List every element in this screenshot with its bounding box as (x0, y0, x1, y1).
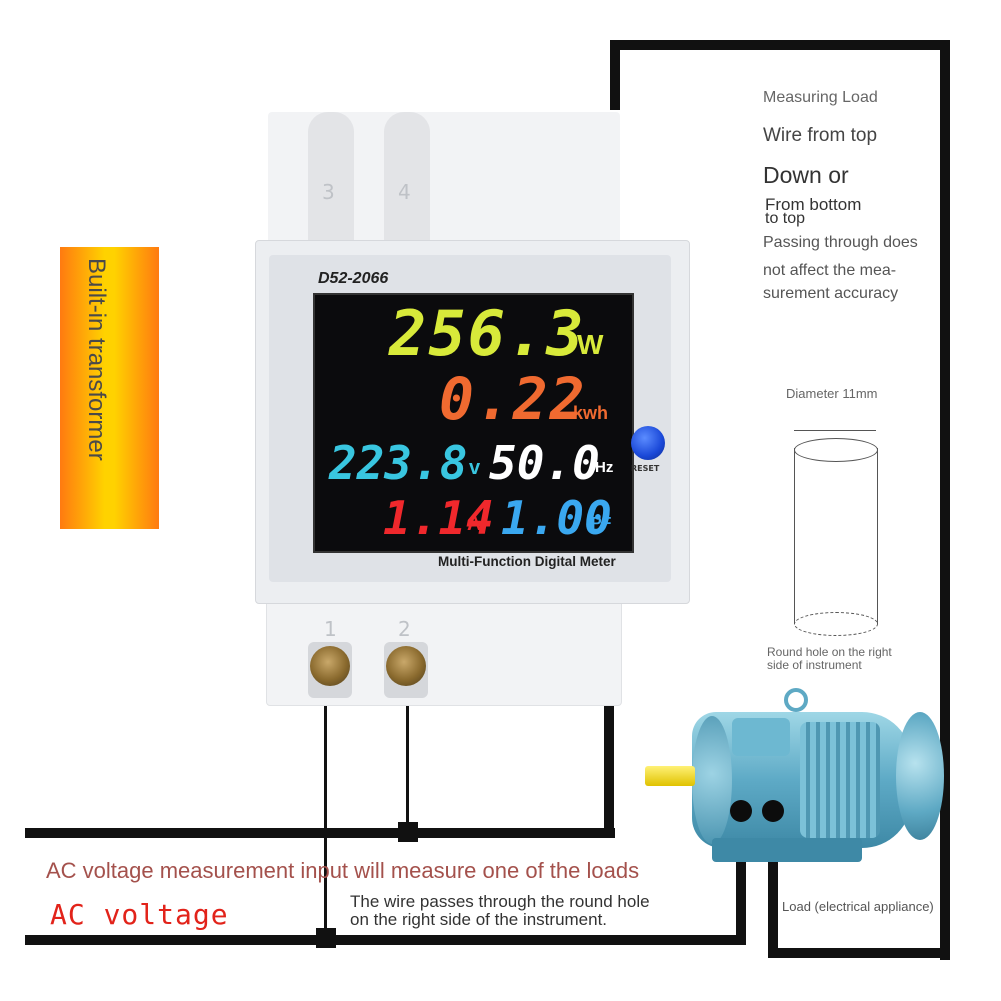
terminal-slot (384, 112, 430, 262)
ac-voltage-label: AC voltage (50, 898, 229, 931)
meter-name: Multi-Function Digital Meter (438, 554, 616, 569)
measuring-line4: to top (765, 210, 806, 227)
wire-top-left-vertical (610, 40, 620, 110)
measuring-line3: From bottom (765, 195, 862, 214)
terminal-number-4: 4 (398, 180, 411, 204)
energy-unit: kwh (573, 403, 609, 423)
voltage-value: 223.8 (329, 436, 468, 490)
motor-terminal-box (732, 718, 790, 756)
diameter-dimension-line (794, 430, 876, 431)
terminal-number-1: 1 (324, 617, 337, 641)
motor-fan-cover (896, 712, 944, 840)
hole-cylinder (794, 448, 878, 624)
wire-terminal1 (324, 700, 327, 940)
pf-unit: PF (591, 515, 612, 532)
wire-motor-right-lead (768, 812, 778, 958)
pf-value: 1.00 (501, 491, 612, 545)
power-value: 256.3 (389, 297, 586, 370)
hole-caption-line1: Round hole on the right (767, 645, 892, 659)
voltage-unit: v (469, 457, 481, 479)
wire-bottom-horizontal (25, 935, 746, 945)
hole-cylinder-bottom (794, 612, 878, 636)
reset-button[interactable] (631, 426, 665, 460)
motor-shaft (645, 766, 695, 786)
measuring-line5: Passing through does (763, 234, 918, 251)
load-label: Load (electrical appliance) (782, 899, 934, 914)
frequency-value: 50.0 (489, 436, 600, 490)
measuring-line1: Wire from top (763, 125, 878, 146)
diameter-label: Diameter 11mm (786, 386, 878, 401)
power-unit: W (577, 329, 604, 360)
wire-right-vertical (940, 40, 950, 960)
terminal-number-2: 2 (398, 617, 411, 641)
current-unit: A (467, 513, 482, 535)
hole-caption-line2: side of instrument (767, 658, 862, 672)
reset-label: RESET (631, 464, 660, 473)
screw-icon (386, 646, 426, 686)
screw-icon (310, 646, 350, 686)
wire-top-horizontal (610, 40, 950, 50)
motor-cooling-fins (800, 722, 880, 838)
measuring-line6: not affect the mea- (763, 262, 897, 279)
meter-top-housing (268, 112, 620, 262)
measuring-line2: Down or (763, 162, 849, 188)
junction-node (316, 928, 336, 948)
terminal-number-3: 3 (322, 180, 335, 204)
junction-node (398, 822, 418, 842)
measuring-title: Measuring Load (763, 89, 878, 106)
terminal-slot (308, 112, 354, 262)
wire-note-line2: on the right side of the instrument. (350, 910, 608, 929)
wire-right-bottom (768, 948, 950, 958)
measuring-line7: surement accuracy (763, 285, 899, 302)
wire-mid-horizontal (25, 828, 615, 838)
wire-terminal2 (406, 700, 409, 832)
frequency-unit: Hz (595, 459, 614, 476)
energy-value: 0.22 (439, 365, 587, 433)
meter-model: D52-2066 (318, 270, 389, 287)
motor-lifting-ring (784, 688, 808, 712)
ac-measurement-note: AC voltage measurement input will measur… (46, 858, 640, 883)
wire-note-line1: The wire passes through the round hole (350, 892, 650, 911)
motor-feet (712, 838, 862, 862)
meter-display: 256.3 W 0.22 kwh 223.8 v 50.0 Hz 1.14 A … (313, 293, 634, 553)
transformer-gradient-block (60, 247, 159, 529)
motor-terminal-hole (730, 800, 752, 822)
transformer-label: Built-in transformer (83, 258, 110, 461)
current-value: 1.14 (383, 491, 494, 545)
wire-motor-left-lead (736, 812, 746, 942)
motor-front-face (692, 716, 732, 844)
motor-terminal-hole (762, 800, 784, 822)
wire-meter-right-down (604, 706, 614, 838)
